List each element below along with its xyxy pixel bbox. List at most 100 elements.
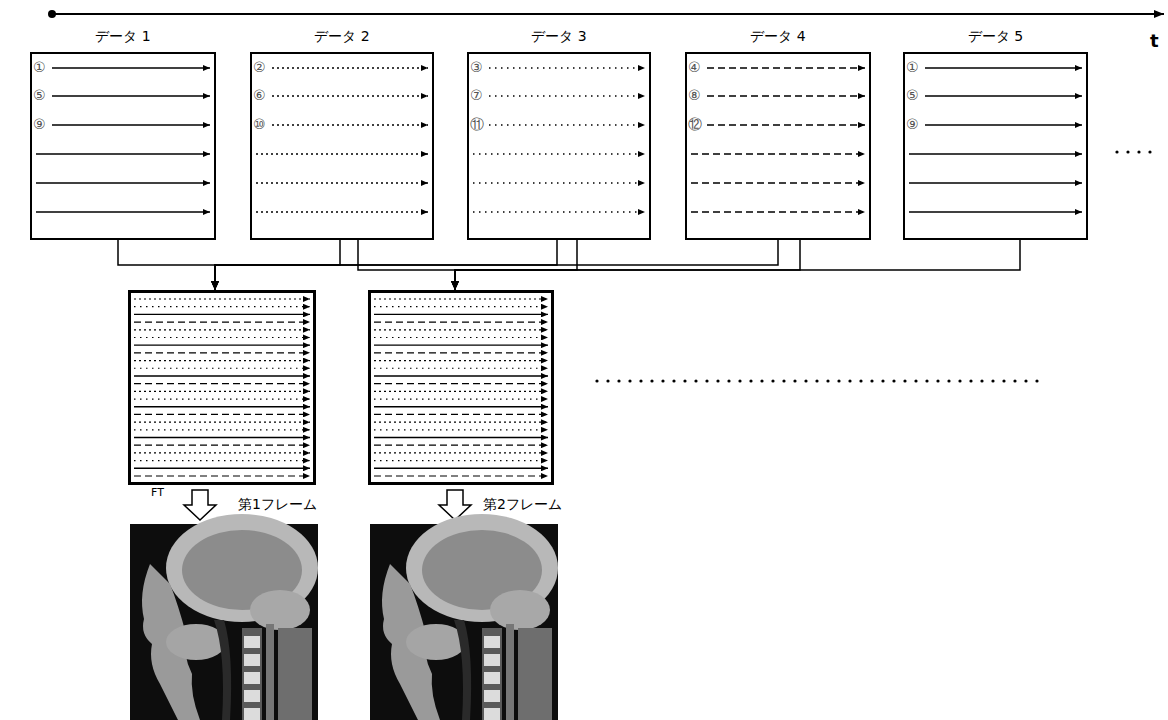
illustration-part <box>925 379 928 382</box>
callout-number: ③ <box>470 60 483 75</box>
readout-arrow <box>374 383 548 384</box>
readout-arrow <box>272 124 428 125</box>
readout-arrow <box>134 298 310 299</box>
readout-arrow <box>374 375 548 376</box>
readout-arrow <box>52 95 210 96</box>
callout-number: ⑫ <box>688 117 702 132</box>
callout-number: ⑧ <box>688 88 701 103</box>
illustration-part <box>628 379 631 382</box>
readout-arrow <box>36 153 210 154</box>
illustration-part <box>694 379 697 382</box>
readout-arrow <box>134 360 310 361</box>
readout-arrow <box>691 182 865 183</box>
data-heading: データ 2 <box>232 29 452 44</box>
readout-arrow <box>707 67 865 68</box>
readout-arrow <box>374 314 548 315</box>
illustration-part <box>184 490 216 520</box>
readout-arrow <box>134 445 310 446</box>
readout-lines <box>905 54 1086 238</box>
illustration-part <box>881 379 884 382</box>
readout-arrow <box>52 67 210 68</box>
illustration-part <box>727 379 730 382</box>
readout-arrow <box>272 95 428 96</box>
callout-number: ⑤ <box>33 88 46 103</box>
illustration-part <box>606 379 609 382</box>
illustration-part <box>837 379 840 382</box>
readout-arrow <box>489 95 645 96</box>
illustration-part <box>980 379 983 382</box>
readout-arrow <box>134 437 310 438</box>
readout-arrow <box>256 211 428 212</box>
readout-arrow <box>925 124 1082 125</box>
readout-arrow <box>272 67 428 68</box>
readout-arrow <box>134 468 310 469</box>
readout-arrow <box>374 337 548 338</box>
illustration-part <box>969 379 972 382</box>
kspace-data-box: データ 4④⑧⑫ <box>685 52 871 240</box>
data-heading: データ 5 <box>885 29 1106 44</box>
merge-connector <box>455 240 800 290</box>
readout-arrow <box>374 437 548 438</box>
readout-arrow <box>134 329 310 330</box>
readout-arrow <box>489 67 645 68</box>
illustration-part <box>705 379 708 382</box>
readout-arrow <box>52 124 210 125</box>
illustration-part <box>130 514 318 720</box>
readout-arrow <box>374 406 548 407</box>
merge-connector <box>358 240 455 290</box>
illustration-part <box>749 379 752 382</box>
readout-arrow <box>374 445 548 446</box>
readout-arrow <box>374 414 548 415</box>
kspace-data-box: データ 1①⑤⑨ <box>30 52 216 240</box>
callout-number: ① <box>906 60 919 75</box>
readout-arrow <box>374 306 548 307</box>
kspace-frame-box: FT第1フレーム <box>128 290 316 485</box>
readout-arrow <box>134 306 310 307</box>
data-heading: データ 3 <box>449 29 669 44</box>
readout-arrow <box>374 321 548 322</box>
illustration-part <box>1148 150 1151 153</box>
illustration-part <box>848 379 851 382</box>
callout-number: ⑤ <box>906 88 919 103</box>
readout-arrow <box>489 124 645 125</box>
illustration-part <box>661 379 664 382</box>
readout-arrow <box>473 211 645 212</box>
illustration-part <box>991 379 994 382</box>
kspace-data-box: データ 3③⑦⑪ <box>467 52 651 240</box>
callout-number: ④ <box>688 60 701 75</box>
readout-arrow <box>374 298 548 299</box>
illustration-part <box>1024 379 1027 382</box>
readout-arrow <box>374 475 548 476</box>
readout-arrow <box>134 383 310 384</box>
illustration-part <box>672 379 675 382</box>
readout-arrow <box>374 391 548 392</box>
readout-arrow <box>374 352 548 353</box>
readout-arrow <box>134 452 310 453</box>
illustration-part <box>903 379 906 382</box>
callout-number: ⑩ <box>253 117 266 132</box>
readout-arrow <box>134 368 310 369</box>
callout-number: ⑪ <box>470 117 484 132</box>
continuation-dots <box>595 379 1038 382</box>
illustration-part <box>639 379 642 382</box>
illustration-part <box>1126 150 1129 153</box>
illustration-part <box>782 379 785 382</box>
readout-arrow <box>134 352 310 353</box>
illustration-part <box>859 379 862 382</box>
illustration-part <box>650 379 653 382</box>
illustration-part <box>1115 150 1118 153</box>
callout-number: ⑦ <box>470 88 483 103</box>
readout-arrow <box>374 429 548 430</box>
illustration-part <box>815 379 818 382</box>
illustration-part <box>617 379 620 382</box>
readout-lines <box>32 54 214 238</box>
axis-label: t <box>1150 30 1159 51</box>
readout-arrow <box>134 406 310 407</box>
illustration-part <box>804 379 807 382</box>
readout-arrow <box>134 337 310 338</box>
readout-arrow <box>134 375 310 376</box>
readout-arrow <box>374 452 548 453</box>
callout-number: ⑨ <box>906 117 919 132</box>
illustration-part <box>892 379 895 382</box>
readout-arrow <box>374 398 548 399</box>
